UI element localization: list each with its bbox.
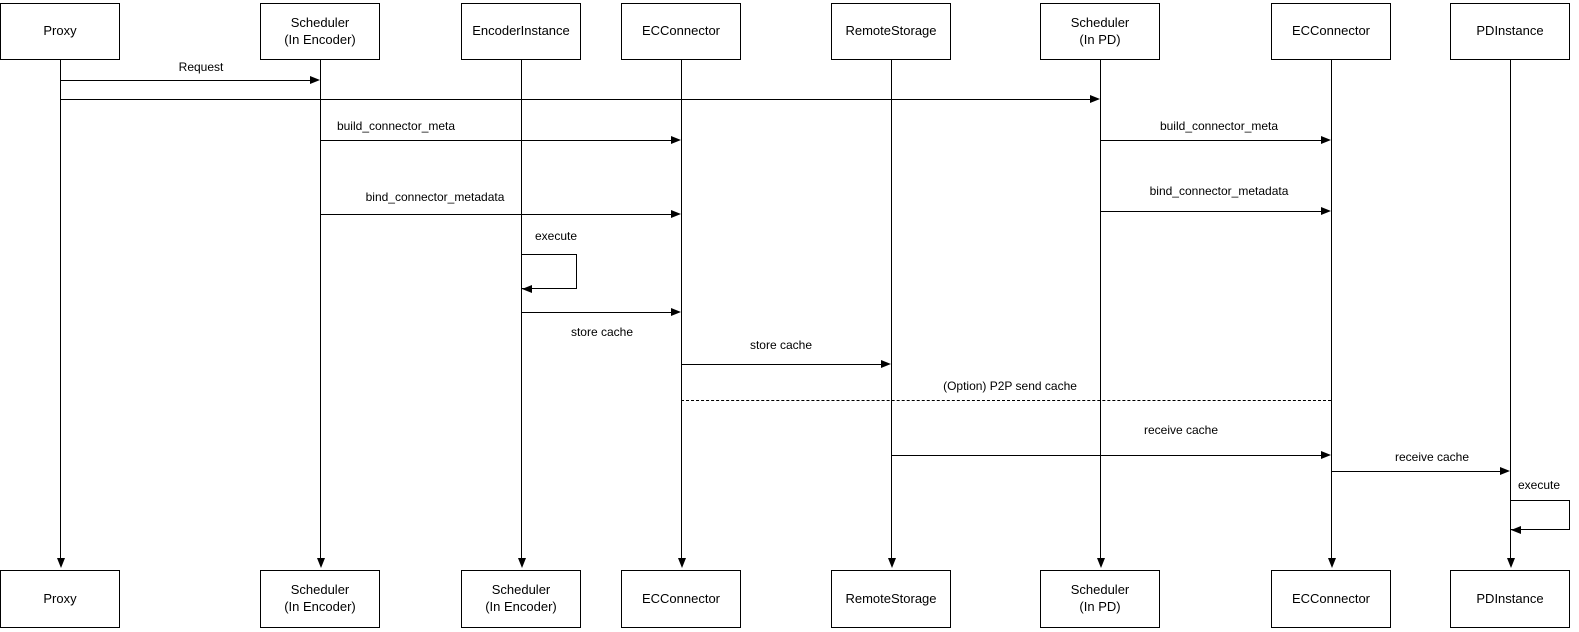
arrowhead-bind-connector-metadata-pd — [1321, 207, 1331, 215]
message-line-bind-connector-metadata-pd — [1100, 211, 1322, 212]
message-label-request: Request — [176, 60, 226, 74]
lifeline-encoder-instance — [521, 60, 522, 558]
lifeline-arrowhead-ec-connector-encoder — [677, 558, 686, 568]
message-label-bind-connector-metadata-enc: bind_connector_metadata — [363, 190, 507, 204]
message-label-bind-connector-metadata-pd: bind_connector_metadata — [1147, 184, 1291, 198]
arrowhead-store-cache-to-connector — [671, 308, 681, 316]
message-line-build-connector-meta-enc — [320, 140, 672, 141]
participant-top-scheduler-in-pd: Scheduler (In PD) — [1040, 3, 1160, 60]
message-label-build-connector-meta-pd: build_connector_meta — [1157, 119, 1281, 133]
participant-top-encoder-instance: EncoderInstance — [461, 3, 581, 60]
participant-bottom-scheduler-in-encoder: Scheduler (In Encoder) — [260, 570, 380, 628]
lifeline-arrowhead-remote-storage — [887, 558, 896, 568]
lifeline-pd-instance — [1510, 60, 1511, 558]
lifeline-ec-connector-encoder — [681, 60, 682, 558]
arrowhead-forward-request — [1090, 95, 1100, 103]
lifeline-scheduler-in-pd — [1100, 60, 1101, 558]
message-line-receive-cache-to-instance — [1331, 471, 1501, 472]
lifeline-arrowhead-ec-connector-pd — [1327, 558, 1336, 568]
lifeline-arrowhead-scheduler-in-pd — [1096, 558, 1105, 568]
participant-top-scheduler-in-encoder: Scheduler (In Encoder) — [260, 3, 380, 60]
lifeline-arrowhead-scheduler-in-encoder — [316, 558, 325, 568]
participant-bottom-proxy: Proxy — [0, 570, 120, 628]
arrowhead-request — [310, 76, 320, 84]
self-message-execute-encoder — [521, 254, 577, 289]
message-label-store-cache-to-storage: store cache — [747, 338, 815, 352]
message-line-p2p-send-cache — [681, 400, 1331, 401]
arrowhead-store-cache-to-storage — [881, 360, 891, 368]
participant-top-proxy: Proxy — [0, 3, 120, 60]
participant-bottom-ec-connector-encoder: ECConnector — [621, 570, 741, 628]
lifeline-scheduler-in-encoder — [320, 60, 321, 558]
message-line-bind-connector-metadata-enc — [320, 214, 672, 215]
lifeline-ec-connector-pd — [1331, 60, 1332, 558]
lifeline-remote-storage — [891, 60, 892, 558]
arrowhead-build-connector-meta-enc — [671, 136, 681, 144]
message-label-receive-cache-to-instance: receive cache — [1392, 450, 1472, 464]
lifeline-proxy — [60, 60, 61, 558]
participant-top-ec-connector-encoder: ECConnector — [621, 3, 741, 60]
participant-bottom-pd-instance: PDInstance — [1450, 570, 1570, 628]
self-message-execute-pd — [1510, 500, 1570, 530]
lifeline-arrowhead-proxy — [56, 558, 65, 568]
participant-bottom-scheduler-in-pd: Scheduler (In PD) — [1040, 570, 1160, 628]
arrowhead-receive-cache-to-instance — [1500, 467, 1510, 475]
arrowhead-build-connector-meta-pd — [1321, 136, 1331, 144]
participant-top-ec-connector-pd: ECConnector — [1271, 3, 1391, 60]
participant-top-remote-storage: RemoteStorage — [831, 3, 951, 60]
arrowhead-execute-pd — [1511, 525, 1521, 534]
message-line-build-connector-meta-pd — [1100, 140, 1322, 141]
message-label-execute-pd: execute — [1515, 478, 1563, 492]
arrowhead-bind-connector-metadata-enc — [671, 210, 681, 218]
participant-bottom-remote-storage: RemoteStorage — [831, 570, 951, 628]
arrowhead-execute-encoder — [522, 284, 532, 293]
lifeline-arrowhead-pd-instance — [1506, 558, 1515, 568]
lifeline-arrowhead-encoder-instance — [517, 558, 526, 568]
message-line-store-cache-to-storage — [681, 364, 882, 365]
message-line-receive-cache-from-storage — [891, 455, 1322, 456]
message-line-forward-request — [60, 99, 1091, 100]
message-label-execute-encoder: execute — [532, 229, 580, 243]
message-line-request — [60, 80, 311, 81]
participant-top-pd-instance: PDInstance — [1450, 3, 1570, 60]
arrowhead-receive-cache-from-storage — [1321, 451, 1331, 459]
participant-bottom-encoder-instance: Scheduler (In Encoder) — [461, 570, 581, 628]
message-line-store-cache-to-connector — [521, 312, 672, 313]
message-label-store-cache-to-connector: store cache — [568, 325, 636, 339]
message-label-build-connector-meta-enc: build_connector_meta — [334, 119, 458, 133]
participant-bottom-ec-connector-pd: ECConnector — [1271, 570, 1391, 628]
message-label-receive-cache-from-storage: receive cache — [1141, 423, 1221, 437]
message-label-p2p-send-cache: (Option) P2P send cache — [941, 379, 1079, 393]
